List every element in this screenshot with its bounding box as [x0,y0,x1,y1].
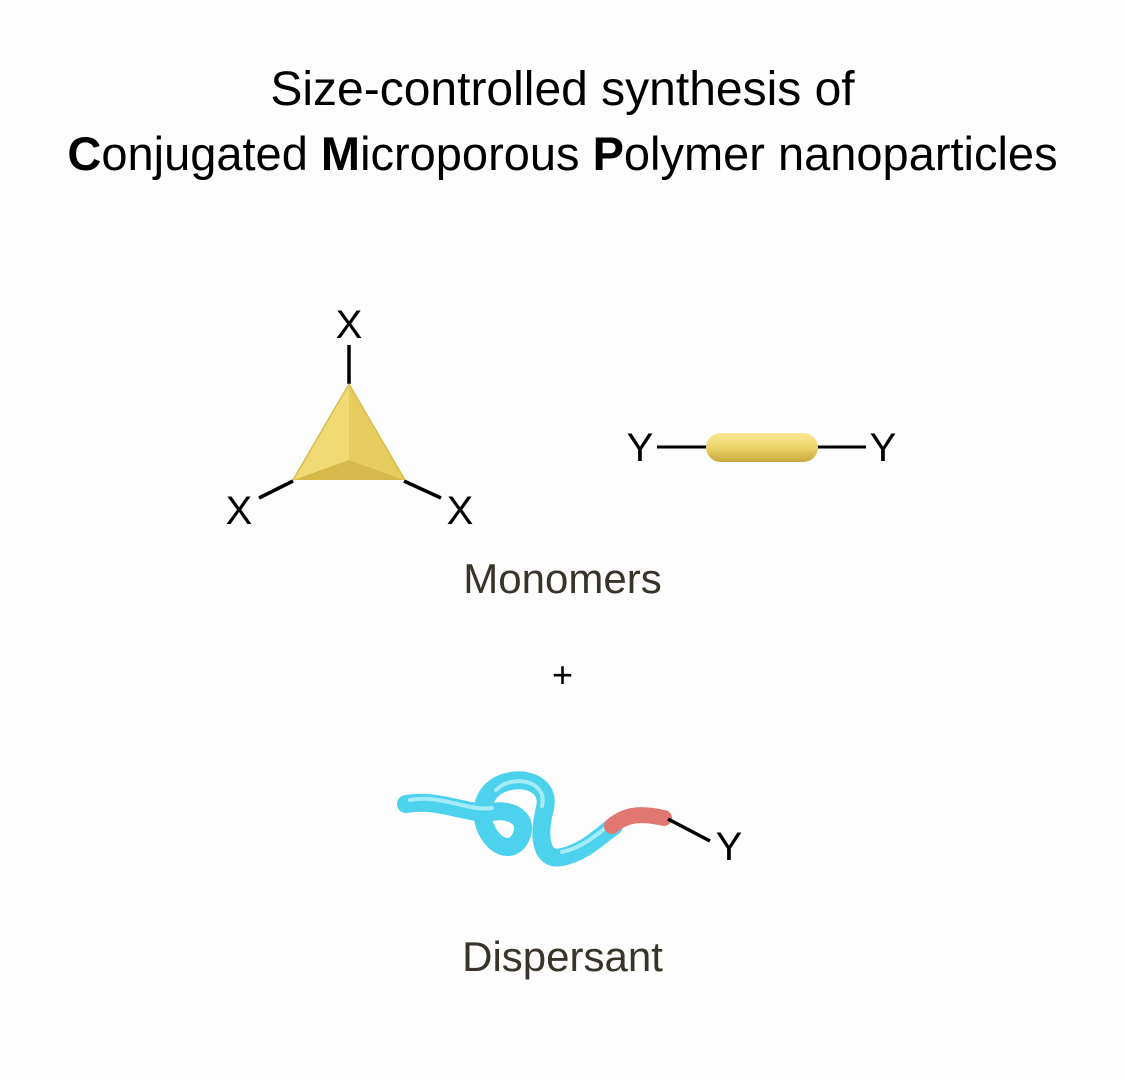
linear-label-right: Y [870,426,897,470]
dispersant-end-label: Y [716,825,743,869]
dispersant-caption: Dispersant [462,933,663,980]
linear-monomer: Y Y [627,426,897,470]
dispersant-molecule: Y [397,771,743,869]
title-line-2-segment: C [67,127,102,180]
tripodal-label-top: X [336,303,363,347]
title-line-1: Size-controlled synthesis of [270,63,855,116]
tripodal-label-right: X [447,489,474,533]
tripodal-bond-left [258,479,294,500]
title-line-2-segment: P [592,127,624,180]
tripodal-label-left: X [226,489,253,533]
dispersant-anchor-block [604,807,672,834]
tripodal-monomer: X X X [226,303,474,533]
title-line-2-segment: onjugated [101,127,321,180]
title-line-2-segment: icroporous [360,127,593,180]
dispersant-end-bond [667,817,711,843]
monomers-caption: Monomers [463,555,662,602]
tripodal-triangle-core [292,383,406,481]
title-line-2-segment: olymer nanoparticles [623,127,1058,180]
linear-rod-core [706,433,818,462]
title-line-2: Conjugated Microporous Polymer nanoparti… [0,126,1125,182]
tripodal-bond-right [403,479,442,500]
linear-label-left: Y [627,426,654,470]
plus-sign: + [551,654,574,695]
dispersant-polymer-chain [397,771,623,867]
title-line-2-segment: M [320,127,361,180]
